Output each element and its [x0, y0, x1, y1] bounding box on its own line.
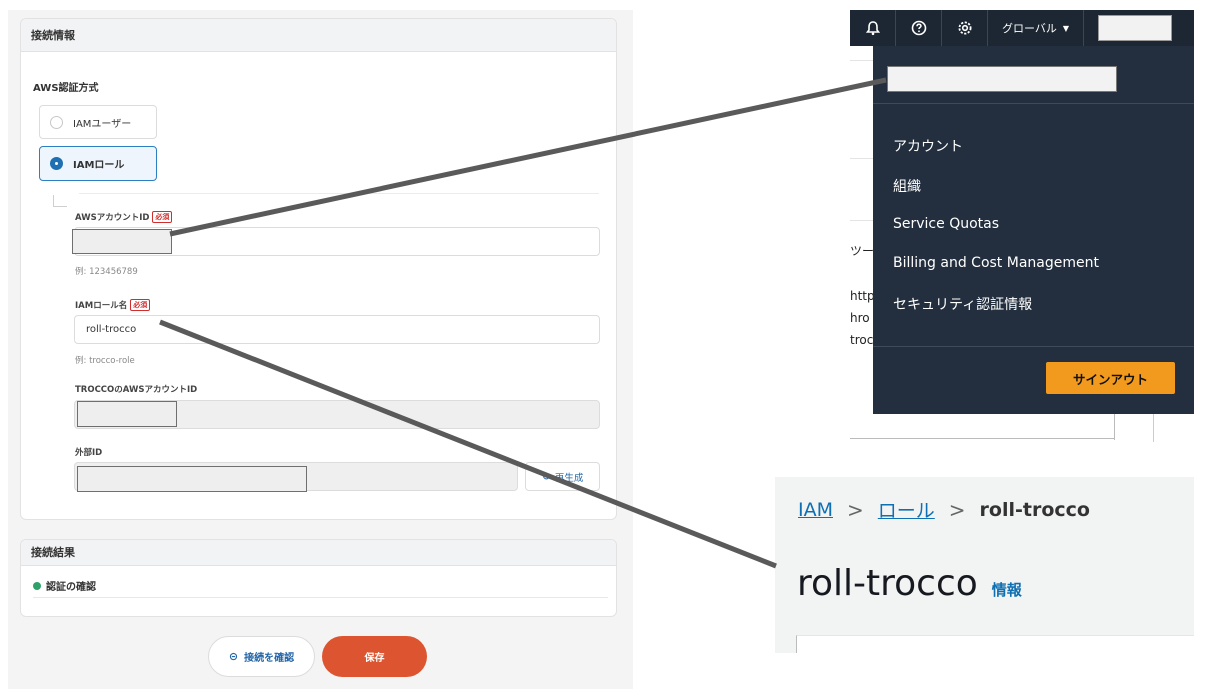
dropdown-divider	[873, 346, 1194, 347]
refresh-icon: ↻	[541, 470, 551, 483]
page-title: roll-trocco 情報	[797, 563, 1022, 604]
external-id-field	[74, 462, 518, 492]
trocco-account-id-label-text: TROCCOのAWSアカウントID	[75, 385, 198, 395]
trocco-account-id-field	[74, 400, 600, 429]
menu-item-billing[interactable]: Billing and Cost Management	[893, 255, 1099, 271]
breadcrumb-roles-link[interactable]: ロール	[877, 500, 935, 522]
connection-settings-panel: 接続情報 AWS認証方式 IAMユーザー IAMロール AWSアカウントID 必…	[8, 10, 633, 689]
required-badge: 必須	[152, 211, 173, 223]
auth-check-row: 認証の確認	[33, 578, 96, 593]
bg-text-fragment: troc	[850, 333, 874, 347]
aws-account-id-label-text: AWSアカウントID	[75, 213, 150, 223]
content-container	[796, 635, 1194, 653]
aws-account-id-label: AWSアカウントID 必須	[75, 211, 173, 223]
connection-info-header: 接続情報	[21, 19, 616, 52]
check-connection-button[interactable]: ⊝ 接続を確認	[208, 636, 315, 677]
iam-role-name-value: roll-trocco	[86, 324, 137, 335]
save-button[interactable]: 保存	[322, 636, 427, 677]
bg-divider	[850, 60, 873, 61]
notification-bell-icon[interactable]	[850, 10, 896, 46]
bg-text-fragment: ツー	[850, 244, 875, 258]
connection-info-card: 接続情報 AWS認証方式 IAMユーザー IAMロール AWSアカウントID 必…	[20, 18, 617, 520]
iam-role-panel: IAM > ロール > roll-trocco roll-trocco 情報	[775, 477, 1194, 653]
auth-method-label: AWS認証方式	[33, 83, 99, 94]
connection-result-card: 接続結果 認証の確認	[20, 539, 617, 617]
role-title: roll-trocco	[797, 563, 978, 604]
breadcrumb-iam-link[interactable]: IAM	[798, 498, 833, 521]
aws-account-id-hint: 例: 123456789	[75, 267, 138, 277]
bg-text-fragment: http	[850, 289, 875, 303]
settings-gear-icon[interactable]	[942, 10, 988, 46]
bg-divider	[1153, 410, 1154, 442]
radio-iam-role-label: IAMロール	[73, 160, 125, 171]
chevron-right-icon: >	[847, 497, 864, 522]
check-connection-label: 接続を確認	[244, 653, 295, 664]
aws-top-nav: グローバル ▼	[850, 10, 1194, 46]
bg-divider	[850, 438, 1115, 439]
iam-role-name-hint: 例: trocco-role	[75, 356, 135, 366]
radio-iam-user-label: IAMユーザー	[73, 118, 132, 130]
account-name-redacted[interactable]	[1098, 15, 1173, 41]
chevron-right-icon: >	[948, 497, 966, 522]
caret-down-icon: ▼	[1062, 23, 1070, 33]
iam-role-name-input[interactable]: roll-trocco	[74, 315, 600, 344]
account-id-redacted	[887, 66, 1117, 92]
region-label: グローバル	[1002, 22, 1057, 35]
link-icon: ⊝	[228, 650, 239, 663]
redacted-value	[77, 401, 177, 427]
menu-item-account[interactable]: アカウント	[893, 139, 963, 155]
radio-iam-user[interactable]: IAMユーザー	[39, 105, 157, 139]
radio-circle-icon	[50, 115, 63, 129]
bg-divider	[850, 158, 873, 159]
iam-role-name-label-text: IAMロール名	[75, 301, 128, 311]
breadcrumb: IAM > ロール > roll-trocco	[798, 496, 1090, 523]
aws-console-account-menu: ツー http hro troc グローバル ▼ アカウント 組織 Servic…	[850, 10, 1194, 442]
result-divider	[33, 597, 608, 598]
indent-connector	[53, 195, 67, 207]
bg-text-fragment: hro	[850, 311, 870, 325]
menu-item-service-quotas[interactable]: Service Quotas	[893, 216, 1000, 232]
radio-iam-role[interactable]: IAMロール	[39, 146, 157, 181]
redacted-value	[77, 466, 307, 492]
bg-divider	[850, 220, 873, 221]
radio-selected-icon	[50, 157, 63, 170]
bg-divider	[1114, 410, 1115, 440]
region-selector[interactable]: グローバル ▼	[988, 10, 1085, 46]
trocco-account-id-label: TROCCOのAWSアカウントID	[75, 383, 197, 395]
check-circle-icon	[33, 581, 41, 590]
account-dropdown: アカウント 組織 Service Quotas Billing and Cost…	[873, 46, 1194, 414]
auth-check-label: 認証の確認	[46, 582, 96, 593]
required-badge: 必須	[130, 299, 151, 311]
help-icon[interactable]	[896, 10, 942, 46]
breadcrumb-current: roll-trocco	[979, 498, 1090, 521]
info-link[interactable]: 情報	[991, 581, 1022, 599]
external-id-label: 外部ID	[75, 446, 102, 458]
aws-account-id-input[interactable]	[72, 227, 600, 256]
regenerate-label: 再生成	[554, 472, 584, 484]
redacted-value	[72, 229, 172, 254]
menu-item-organizations[interactable]: 組織	[893, 179, 921, 195]
sign-out-button[interactable]: サインアウト	[1046, 362, 1175, 394]
section-divider	[79, 193, 599, 194]
iam-role-name-label: IAMロール名 必須	[75, 299, 151, 311]
menu-item-security-credentials[interactable]: セキュリティ認証情報	[893, 297, 1033, 313]
regenerate-button[interactable]: ↻ 再生成	[525, 462, 600, 491]
dropdown-divider	[873, 103, 1194, 104]
external-id-label-text: 外部ID	[75, 448, 103, 458]
connection-result-header: 接続結果	[21, 540, 616, 566]
